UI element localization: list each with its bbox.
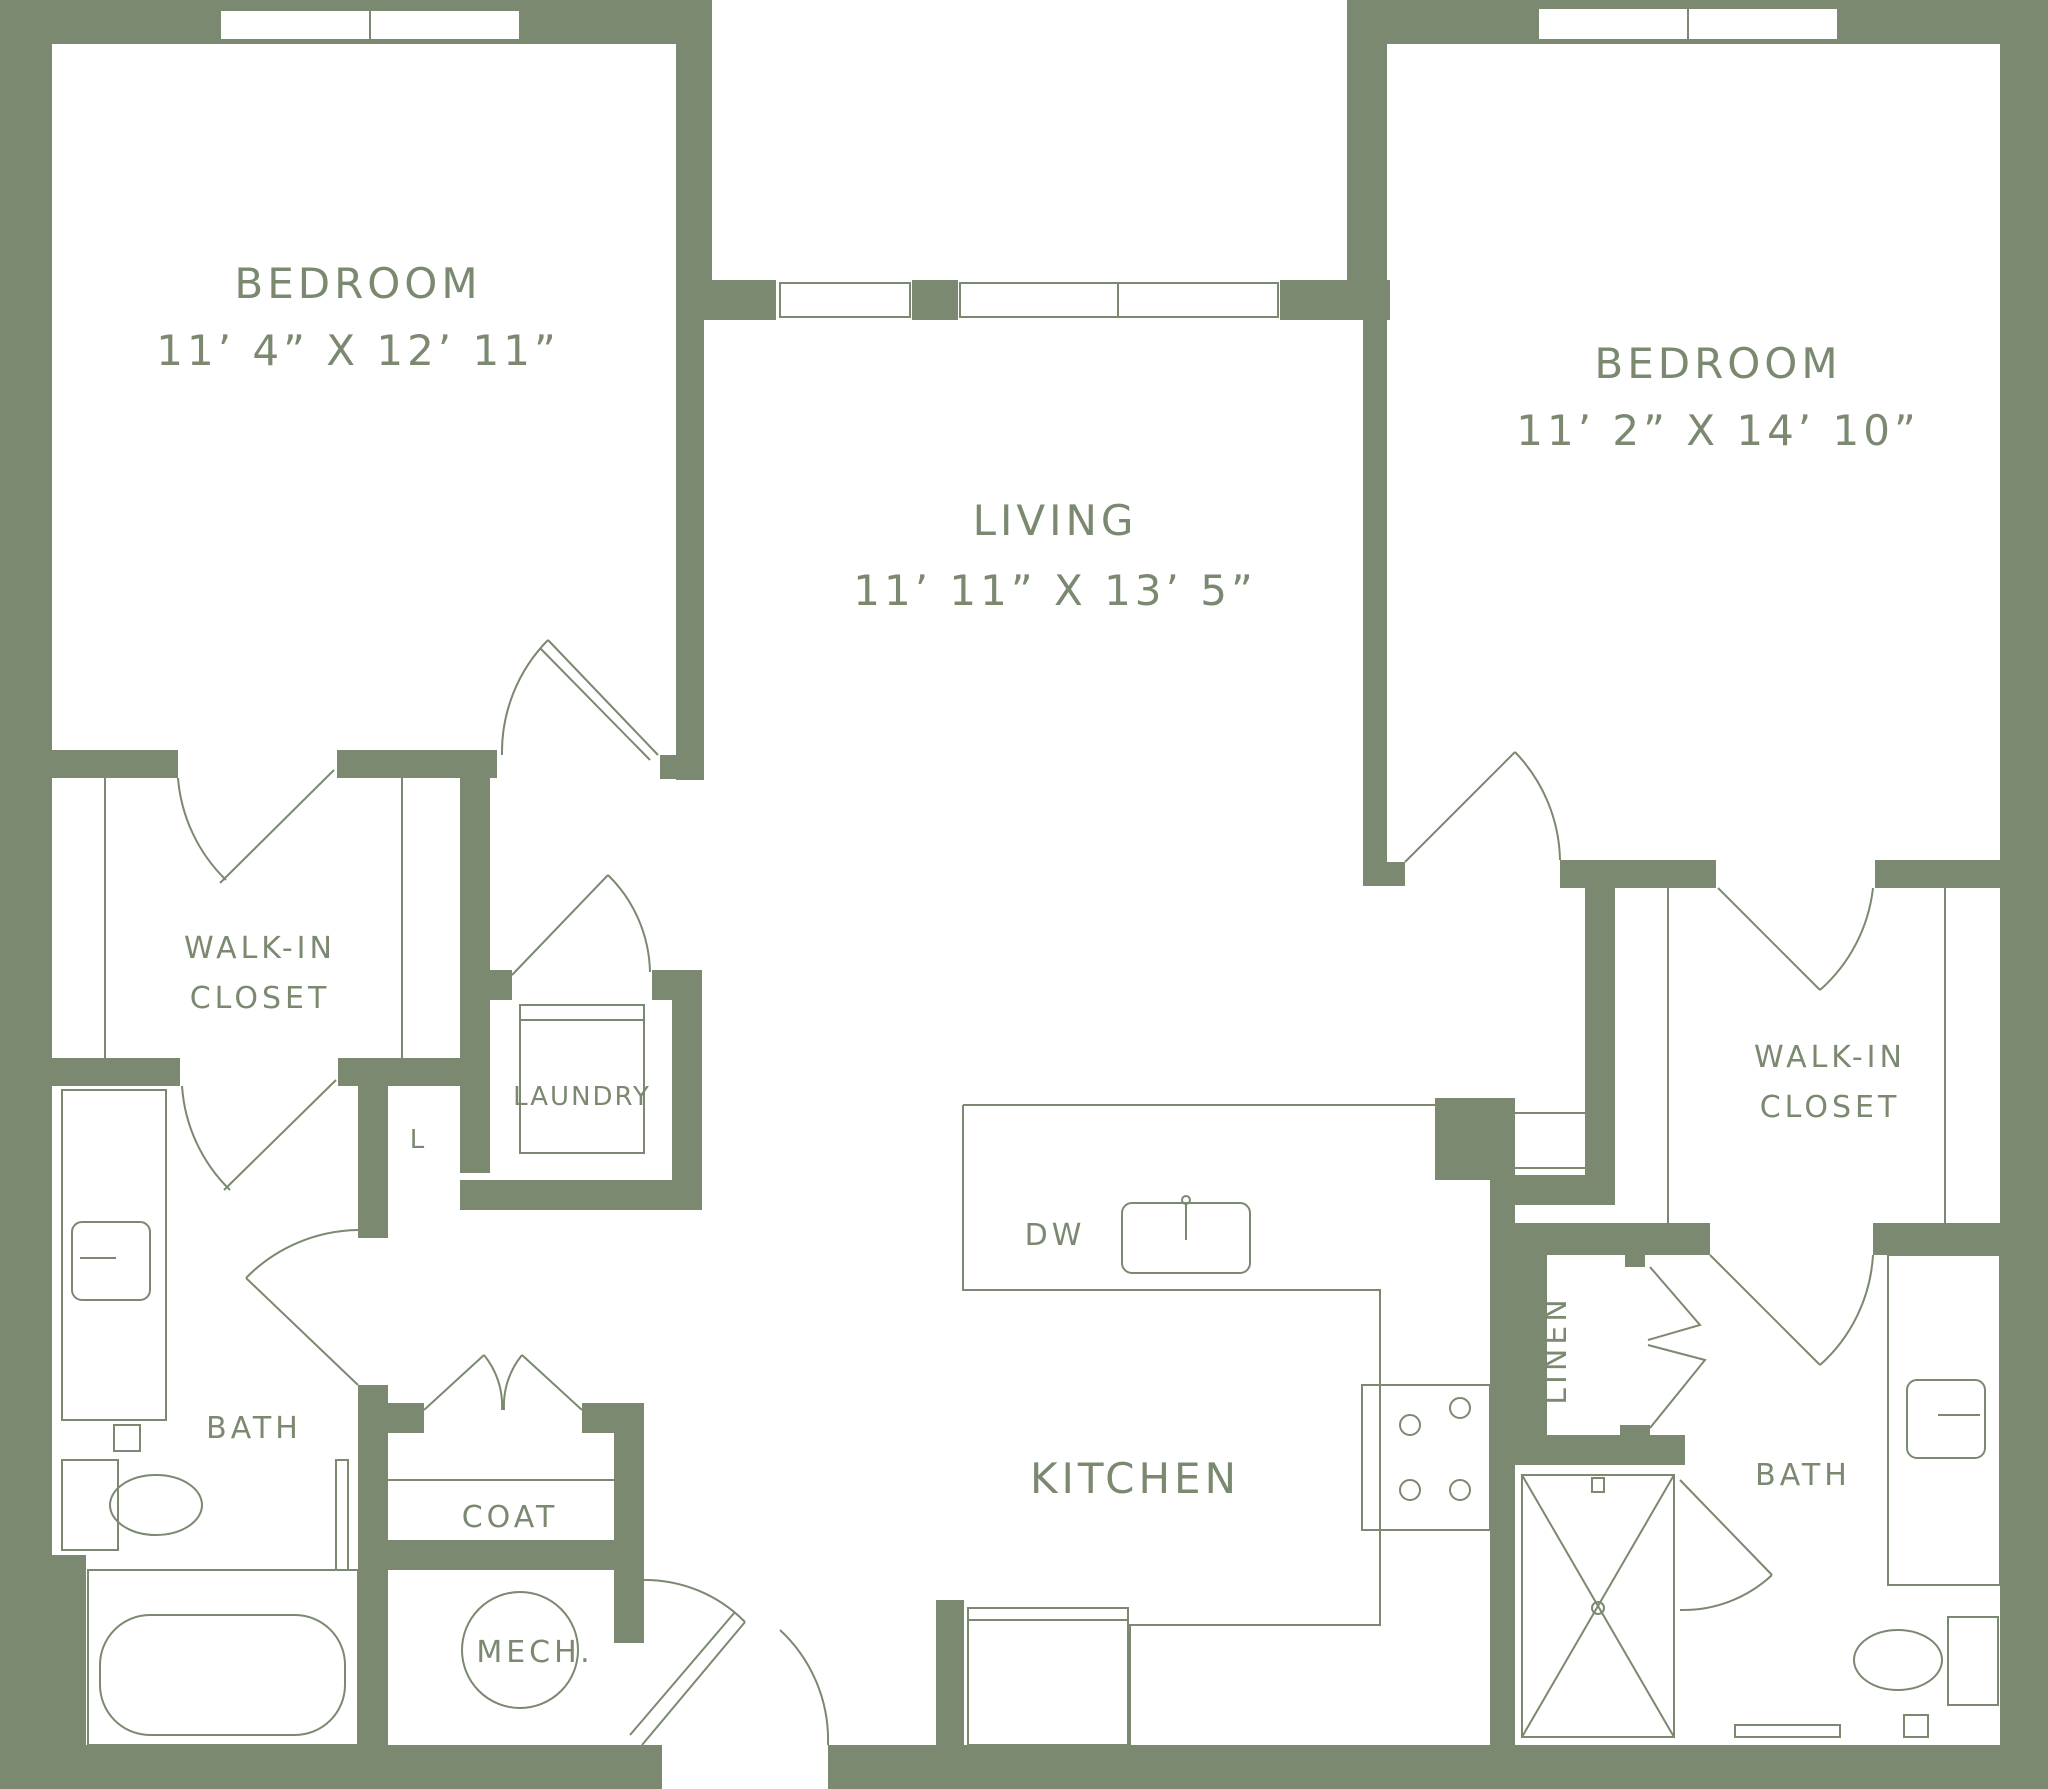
mech-label: MECH. (476, 1635, 593, 1670)
bath-left-label: BATH (206, 1411, 302, 1446)
fixtures (61, 639, 2001, 1746)
living-dims: 11’ 11” X 13’ 5” (853, 566, 1256, 615)
bedroom-left-name: BEDROOM (234, 259, 481, 308)
linen-small-label: L (410, 1125, 427, 1155)
walkin-left-line1: WALK-IN (184, 931, 336, 966)
walkin-right-line2: CLOSET (1760, 1090, 1901, 1125)
bath-right-label: BATH (1755, 1458, 1851, 1493)
linen-label: LINEN (1539, 1295, 1574, 1404)
living-name: LIVING (973, 496, 1138, 545)
walkin-left-line2: CLOSET (190, 981, 331, 1016)
bedroom-left-dims: 11’ 4” X 12’ 11” (156, 326, 559, 375)
windows (219, 7, 1839, 318)
kitchen-label: KITCHEN (1030, 1454, 1240, 1503)
laundry-label: LAUNDRY (513, 1082, 651, 1112)
bedroom-right-name: BEDROOM (1594, 339, 1841, 388)
walkin-right-line1: WALK-IN (1754, 1040, 1906, 1075)
bedroom-right-dims: 11’ 2” X 14’ 10” (1516, 406, 1919, 455)
dw-label: DW (1025, 1218, 1086, 1253)
coat-label: COAT (462, 1500, 559, 1535)
